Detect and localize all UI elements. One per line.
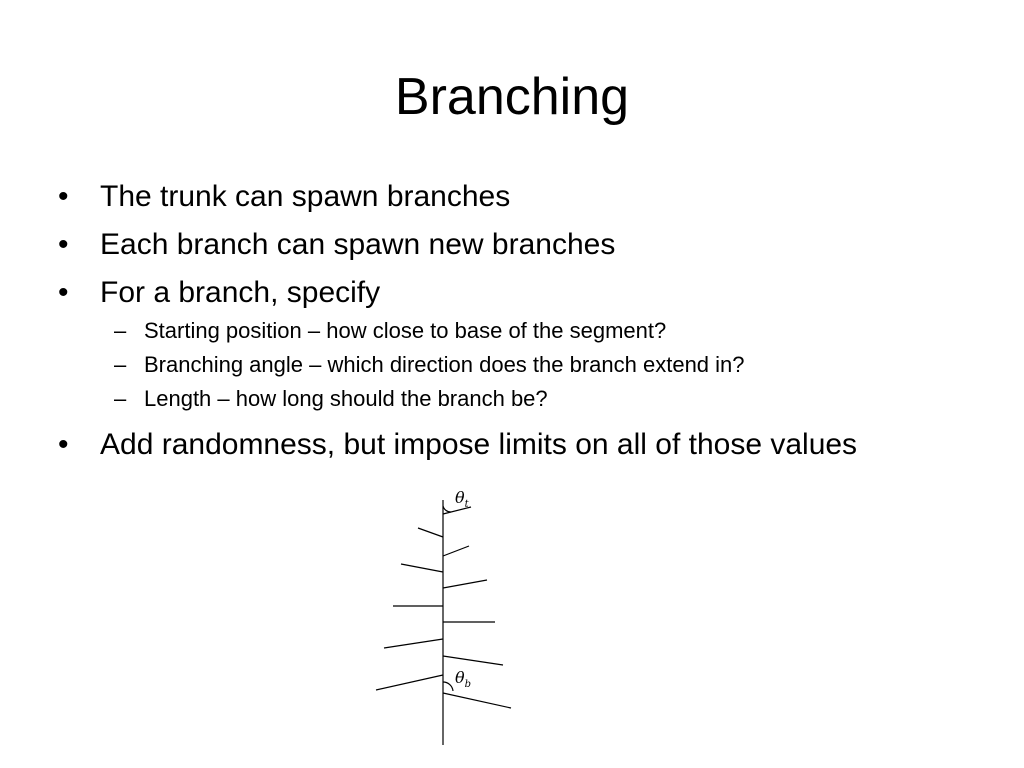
sub-bullet-marker: –	[114, 352, 127, 377]
sub-bullet-marker: –	[114, 386, 127, 411]
theta-b-label: θb	[455, 668, 471, 690]
branch-line	[417, 527, 444, 538]
branch-line	[383, 638, 444, 649]
bullet-text: Add randomness, but impose limits on all…	[100, 428, 858, 461]
branch-line	[442, 692, 512, 709]
branch-line	[442, 506, 472, 515]
bullet-text: Each branch can spawn new branches	[100, 228, 616, 261]
sub-bullet-item: – Length – how long should the branch be…	[100, 382, 958, 416]
bullet-item: • The trunk can spawn branches	[58, 178, 958, 216]
branch-line	[400, 563, 444, 573]
bullet-list: • The trunk can spawn branches • Each br…	[58, 178, 958, 474]
slide-title: Branching	[394, 68, 630, 126]
branch-line	[442, 579, 488, 589]
sub-bullet-item: – Branching angle – which direction does…	[100, 348, 958, 382]
branching-diagram: θt θb	[360, 478, 540, 748]
sub-bullet-marker: –	[114, 318, 127, 343]
bullet-marker: •	[58, 428, 69, 461]
branching-diagram-svg: θt θb	[375, 488, 512, 745]
angle-arc-top	[442, 505, 452, 513]
sub-bullet-text: Branching angle – which direction does t…	[144, 352, 745, 377]
branch-line	[375, 674, 444, 691]
sub-bullet-text: Length – how long should the branch be?	[144, 386, 548, 411]
sub-bullet-list: – Starting position – how close to base …	[100, 314, 958, 416]
angle-arc-bottom	[442, 681, 454, 692]
bullet-item: • Each branch can spawn new branches	[58, 226, 958, 264]
sub-bullet-item: – Starting position – how close to base …	[100, 314, 958, 348]
bullet-marker: •	[58, 180, 69, 213]
bullet-text: For a branch, specify	[100, 276, 381, 309]
branch-line	[442, 545, 470, 557]
bullet-item: • Add randomness, but impose limits on a…	[58, 426, 958, 464]
theta-t-label: θt	[455, 488, 470, 510]
sub-bullet-text: Starting position – how close to base of…	[144, 318, 667, 343]
branch-line	[442, 655, 504, 666]
bullet-marker: •	[58, 276, 69, 309]
bullet-marker: •	[58, 228, 69, 261]
bullet-item: • For a branch, specify – Starting posit…	[58, 274, 958, 416]
bullet-text: The trunk can spawn branches	[100, 180, 511, 213]
